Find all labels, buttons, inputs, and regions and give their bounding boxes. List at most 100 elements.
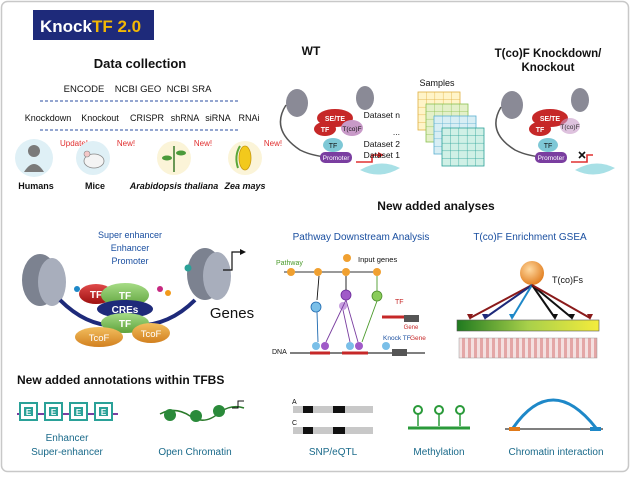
corn-icon: [238, 145, 252, 171]
wt-se-te-label: SE/TE: [325, 116, 346, 123]
gsea-panel: T(co)F Enrichment GSEA T(co)Fs: [456, 232, 600, 359]
pathway-title: Pathway Downstream Analysis: [293, 232, 430, 243]
wt-tcof-blob: [341, 120, 363, 136]
cre-promoter-label: Promoter: [111, 256, 148, 266]
chromatin-anchor-left: [509, 427, 520, 431]
wt-panel: WT SE/TE TF T(co)F TF Promoter: [279, 44, 400, 175]
enhancer-box-fill: [49, 407, 58, 416]
cre-tcof-left-label: TcoF: [89, 333, 110, 344]
pathway-bound-blue-2: [346, 342, 354, 350]
dataset-2-label: Dataset 2: [364, 139, 401, 149]
cre-tcof-left: [75, 327, 123, 347]
enhancer-label-line1: Enhancer: [46, 433, 89, 444]
chromatin-interaction-arc: [511, 398, 598, 429]
kd-blocked-x-icon: [578, 151, 586, 159]
cre-tcof-right: [132, 323, 170, 343]
cre-tf-green-top-label: TF: [119, 291, 131, 302]
pathway-node-3: [342, 268, 350, 276]
input-genes-label: Input genes: [358, 255, 397, 264]
open-chromatin-label: Open Chromatin: [158, 447, 231, 458]
pathway-edge-4: [316, 311, 319, 343]
enhancer-box-fill: [74, 407, 83, 416]
gsea-rank-bar: [456, 319, 600, 332]
data-collection-title: Data collection: [94, 56, 187, 71]
kd-tcof-blob: [560, 118, 580, 134]
wt-transcription-arrow: [356, 154, 380, 163]
method-sirna: siRNA: [205, 113, 231, 123]
kd-se-te-label: SE/TE: [540, 116, 561, 123]
wt-title: WT: [302, 44, 321, 58]
enhancer-box-letter: E: [101, 408, 107, 417]
dataset-n-label: Dataset n: [364, 110, 401, 120]
pathway-tf-label: TF: [395, 299, 404, 306]
enhancer-box-fill: [24, 407, 33, 416]
methyl-pin-head-icon: [413, 405, 423, 415]
knockdown-panel: T(co)F Knockdown/ Knockout SE/TE TF T(co…: [495, 48, 615, 175]
gsea-arrow-head-icon: [587, 314, 593, 320]
pathway-node-4: [373, 268, 381, 276]
pathway-node-1: [287, 268, 295, 276]
samples-panel: Samples Dataset n ... Dataset 2 Dataset …: [364, 78, 485, 167]
corn-husk-icon: [235, 145, 241, 169]
snp-annotation: A C SNP/eQTL: [292, 399, 373, 458]
wt-rna-blob: [360, 163, 400, 175]
mice-label: Mice: [85, 181, 105, 191]
gsea-arrow-4: [531, 284, 556, 319]
cre-dot-3: [165, 290, 171, 296]
gsea-arrow-head-icon: [467, 314, 473, 320]
logo-box: [33, 10, 154, 40]
pathway-edge-1: [316, 275, 320, 301]
gsea-arrow-head-icon: [552, 314, 558, 320]
pathway-tf-green: [371, 290, 383, 302]
pathway-bound-purple: [321, 342, 329, 350]
dataset-grid-4: [441, 127, 485, 167]
enhancer-box-fill: [99, 407, 108, 416]
cre-genes-label: Genes: [210, 305, 254, 322]
kd-nucleosome-1: [501, 91, 523, 119]
kd-tf2-label: TF: [544, 143, 553, 150]
gsea-arrow-2: [484, 284, 533, 319]
chromatin-interaction-label: Chromatin interaction: [508, 447, 603, 458]
human-body-icon: [24, 164, 44, 172]
open-chromatin-nuc-3: [213, 405, 225, 417]
cre-arrow: [223, 251, 242, 271]
pathway-gene-box: [404, 315, 419, 322]
cre-dot-1: [74, 286, 80, 292]
methylation-label: Methylation: [413, 447, 464, 458]
open-chromatin-arrow: [232, 400, 244, 409]
cre-cres-label: CREs: [112, 305, 139, 316]
gsea-arrow-3: [511, 284, 533, 319]
mice-badge: New!: [117, 139, 135, 148]
wt-promoter: [320, 152, 352, 163]
methyl-pin-head-icon: [434, 405, 444, 415]
wt-tf-label: TF: [321, 127, 330, 134]
human-icon: [28, 145, 40, 157]
kd-nucleosome-2: [571, 88, 589, 112]
snp-eqtl-label: SNP/eQTL: [309, 447, 358, 458]
species-zea-mays: New! Zea mays: [223, 139, 282, 191]
gsea-arrows: [467, 284, 593, 320]
methylation-annotation: Methylation: [408, 405, 470, 458]
kd-tf-blob: [529, 122, 551, 136]
open-chromatin-dna: [159, 405, 245, 421]
wt-promoter-label: Promoter: [323, 155, 351, 162]
gsea-arrow-head-icon: [482, 314, 488, 320]
cre-dot-4: [184, 264, 192, 272]
wt-nucleosome-1: [286, 89, 308, 117]
enhancer-label-line2: Super-enhancer: [31, 447, 103, 458]
method-rnai: RNAi: [238, 113, 259, 123]
cre-dot-2: [157, 286, 163, 292]
pathway-node-2: [314, 268, 322, 276]
pathway-tf-purple: [340, 289, 352, 301]
kd-promoter: [535, 152, 567, 163]
snp-marker-a2: [333, 406, 345, 413]
snp-allele-a-label: A: [292, 399, 297, 406]
snp-allele-c-label: C: [292, 420, 297, 427]
cre-panel: Super enhancer Enhancer Promoter TF TF C…: [22, 230, 254, 347]
pathway-panel: Pathway Downstream Analysis Pathway Inpu…: [272, 232, 429, 356]
enhancer-box-letter: E: [51, 408, 57, 417]
method-crispr: CRISPR: [130, 113, 165, 123]
